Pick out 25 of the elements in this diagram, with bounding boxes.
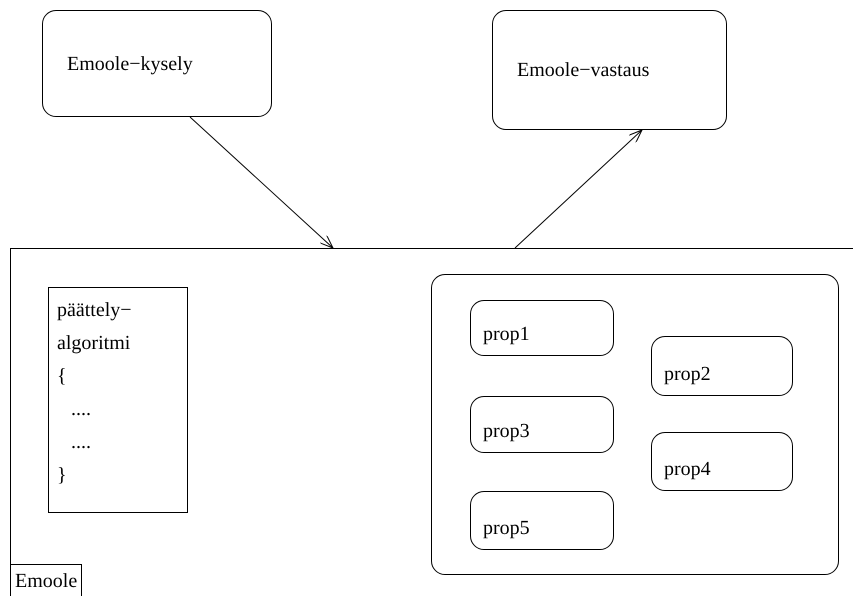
rounded-box <box>42 10 272 117</box>
code-line: .... <box>70 397 92 422</box>
box-label: prop2 <box>664 362 711 387</box>
rounded-box <box>470 491 614 550</box>
container-box <box>431 274 839 575</box>
code-line: päättely− algoritmi <box>57 298 133 356</box>
box-label: prop4 <box>664 457 711 482</box>
rounded-box <box>651 336 793 396</box>
box-label: prop1 <box>483 322 530 347</box>
arrow <box>190 116 334 248</box>
rounded-box <box>492 10 727 130</box>
box-label: prop3 <box>483 419 530 444</box>
box-label: Emoole−kysely <box>67 52 193 76</box>
frame-label: Emoole <box>11 564 82 596</box>
rounded-box <box>470 300 614 356</box>
code-box <box>48 287 188 513</box>
code-line: .... <box>70 430 92 455</box>
box-label: prop5 <box>483 516 530 541</box>
rounded-box <box>470 396 614 453</box>
box-label: Emoole−vastaus <box>517 58 650 83</box>
arrow <box>514 130 642 248</box>
rounded-box <box>651 432 793 491</box>
code-line: } <box>57 463 68 488</box>
code-line: { <box>57 364 68 389</box>
frame <box>10 248 853 596</box>
